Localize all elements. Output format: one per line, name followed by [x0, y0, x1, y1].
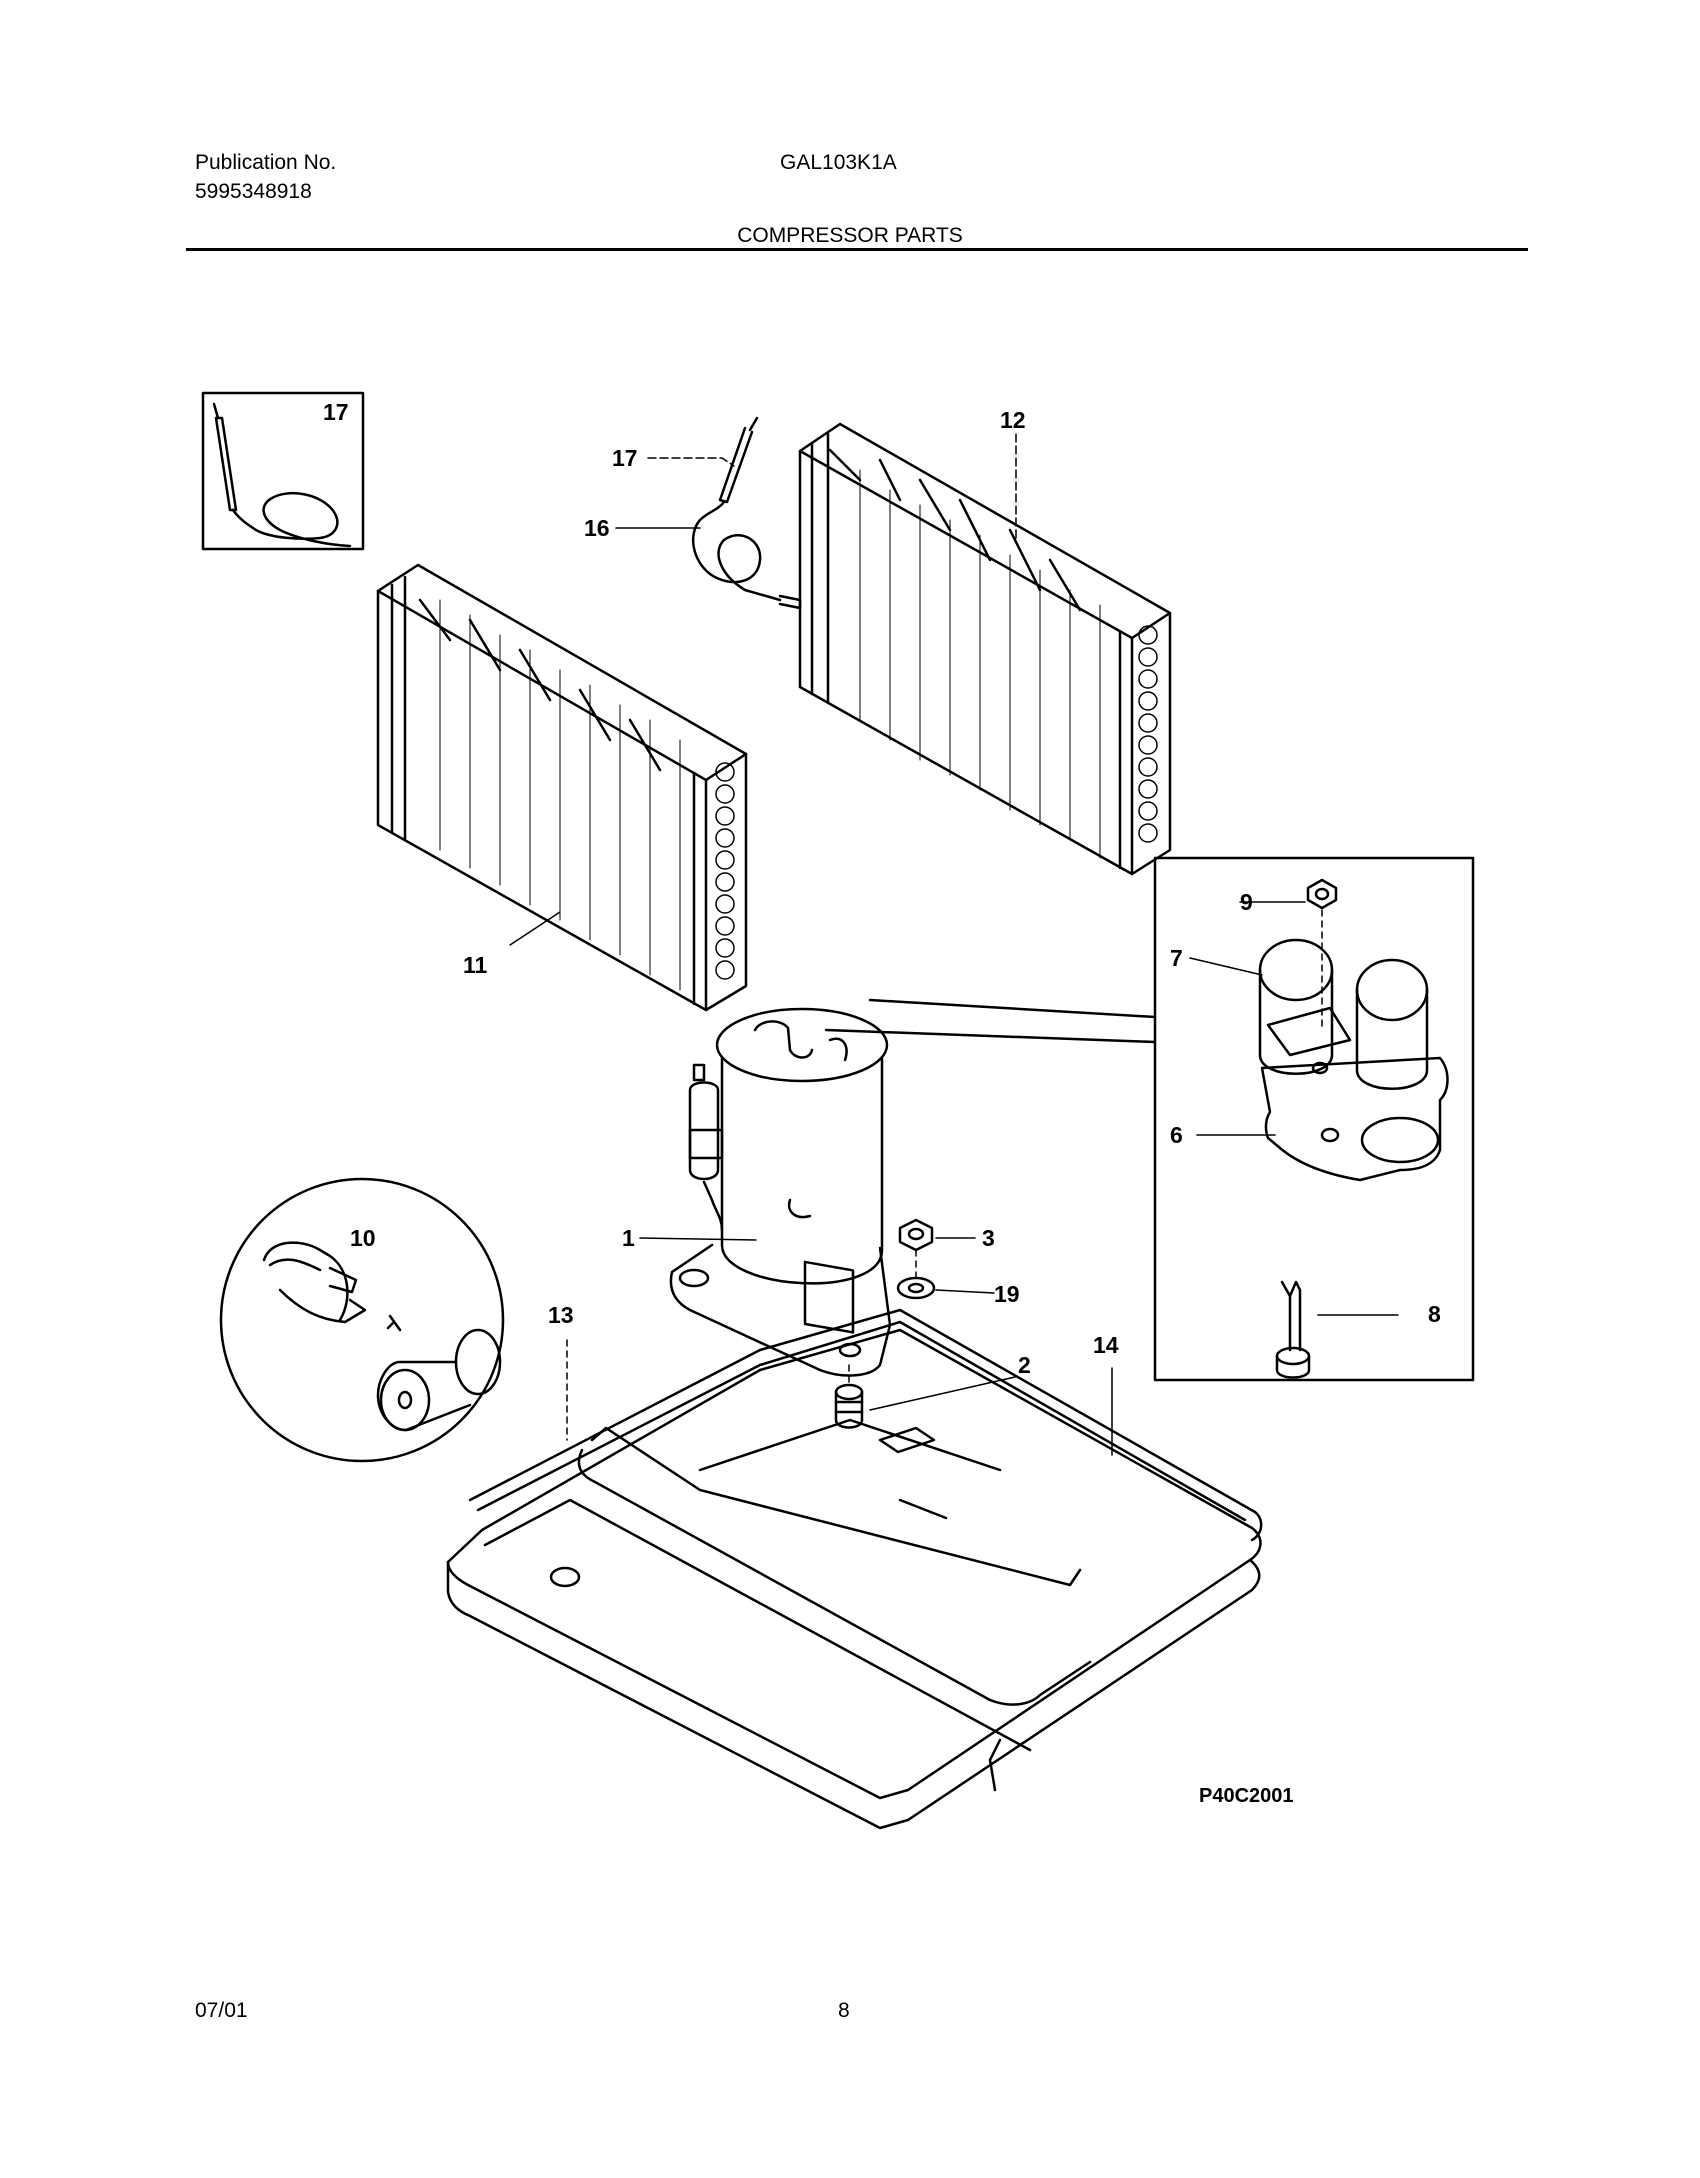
callout-8: 8: [1428, 1301, 1441, 1327]
callout-2: 2: [1018, 1352, 1031, 1378]
figure-id: P40C2001: [1199, 1785, 1294, 1807]
callout-19: 19: [994, 1281, 1020, 1307]
model-number: GAL103K1A: [780, 151, 897, 174]
footer-date: 07/01: [195, 1999, 248, 2022]
callout-6: 6: [1170, 1122, 1183, 1148]
section-title: COMPRESSOR PARTS: [737, 224, 963, 247]
callout-7: 7: [1170, 945, 1183, 971]
publication-number: 5995348918: [195, 180, 312, 203]
callout-9: 9: [1240, 889, 1253, 915]
inset-circle-10: [219, 1177, 505, 1463]
capillary-tube-16: [692, 416, 802, 610]
callout-10: 10: [350, 1225, 376, 1251]
callout-17-inset: 17: [323, 399, 349, 425]
compressor-1: [669, 1007, 892, 1377]
inset-box-capacitor: [824, 856, 1475, 1382]
callout-13: 13: [548, 1302, 574, 1328]
publication-label: Publication No.: [195, 151, 337, 174]
callout-17: 17: [612, 445, 638, 471]
callout-11: 11: [463, 952, 488, 978]
callout-3: 3: [982, 1225, 995, 1251]
callout-1: 1: [622, 1225, 635, 1251]
callout-12: 12: [1000, 407, 1026, 433]
condenser-coil-12: [798, 422, 1172, 876]
callout-14: 14: [1093, 1332, 1119, 1358]
washer-19: [896, 1249, 936, 1300]
grommet-2: [834, 1364, 864, 1429]
base-pan: [446, 1308, 1263, 1830]
evaporator-coil-11: [376, 563, 748, 1012]
header-rule: [186, 248, 1528, 251]
nut-3: [898, 1218, 934, 1252]
leader-lines: [509, 433, 1399, 1456]
callout-16: 16: [584, 515, 610, 541]
footer-page-number: 8: [838, 1999, 850, 2022]
inset-box-17: [201, 391, 365, 551]
